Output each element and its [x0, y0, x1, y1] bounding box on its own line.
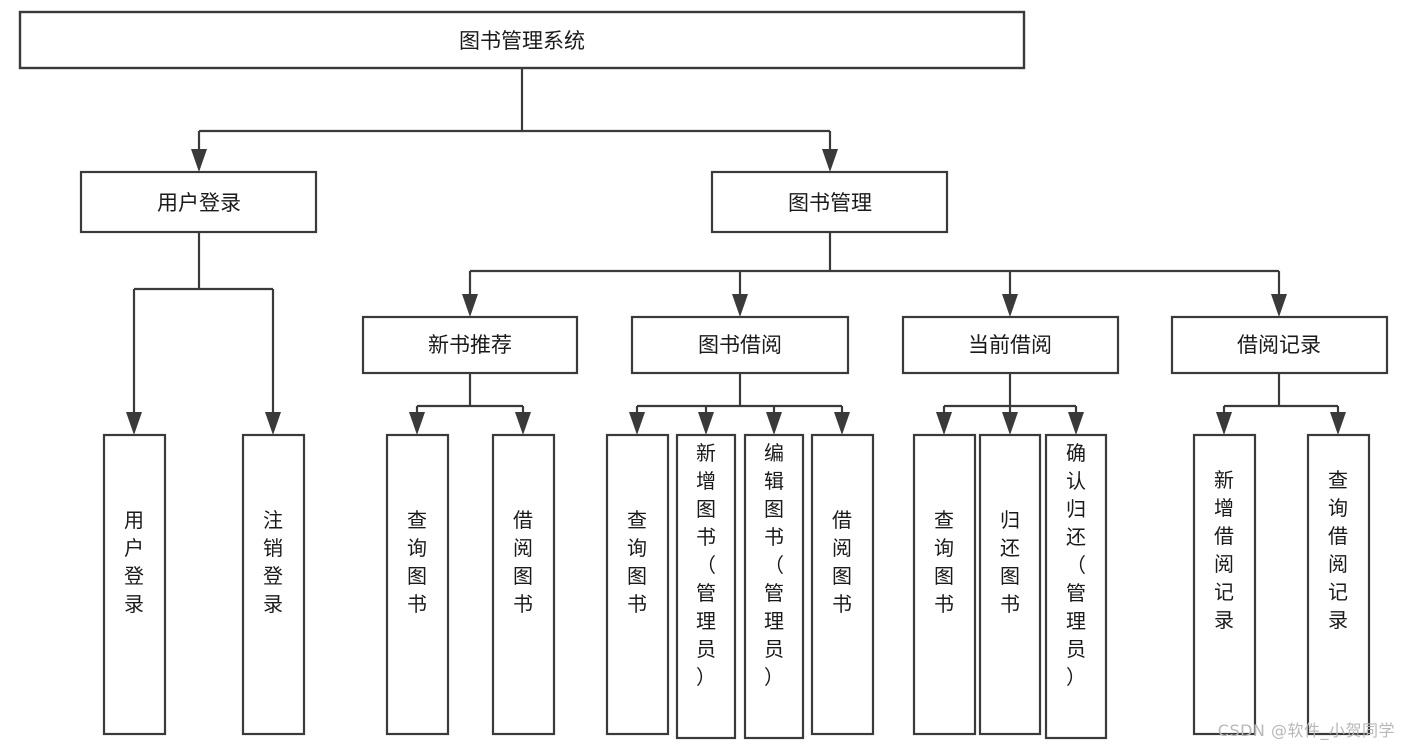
node-book-borrow-label: 图书借阅 [698, 333, 782, 357]
arrow-head-login-leaf-1 [265, 412, 281, 435]
leaf-logout-box [241, 433, 306, 736]
leaf-newbook-borrow-book-box [491, 433, 556, 736]
arrow-head-to-newbook [462, 294, 478, 317]
leaf-newbook-query-book[interactable]: 查询图书 [385, 433, 450, 736]
leaf-record-add-box [1192, 433, 1257, 736]
node-user-login[interactable]: 用户登录 [79, 170, 318, 234]
arrow-head-login-leaf-0 [126, 412, 142, 435]
leaf-current-confirm-return[interactable]: 确认归还（管理员） [1044, 433, 1108, 740]
node-current-borrow-label: 当前借阅 [968, 333, 1052, 357]
node-borrow-record[interactable]: 借阅记录 [1170, 315, 1389, 375]
arrow-head-record-leaf-0 [1216, 412, 1232, 435]
node-book-borrow[interactable]: 图书借阅 [630, 315, 850, 375]
node-current-borrow[interactable]: 当前借阅 [901, 315, 1120, 375]
arrow-head-borrow-leaf-2 [766, 412, 782, 435]
leaf-current-confirm-return-box [1044, 433, 1108, 740]
arrow-head-borrow-leaf-0 [629, 412, 645, 435]
leaf-current-return-book[interactable]: 归还图书 [978, 433, 1042, 736]
leaf-logout[interactable]: 注销登录 [241, 433, 306, 736]
node-book-management-label: 图书管理 [788, 191, 872, 215]
node-root[interactable]: 图书管理系统 [18, 10, 1026, 70]
node-borrow-record-label: 借阅记录 [1237, 333, 1321, 357]
leaf-logout-label: 注销登录 [263, 508, 283, 616]
leaf-current-return-book-box [978, 433, 1042, 736]
leaf-record-add-label: 新增借阅记录 [1214, 468, 1234, 632]
node-root-box [18, 10, 1026, 70]
arrow-head-to-current [1002, 294, 1018, 317]
leaf-user-login-box [102, 433, 167, 736]
leaf-borrow-borrow-book[interactable]: 借阅图书 [810, 433, 875, 736]
leaf-borrow-borrow-book-label: 借阅图书 [832, 508, 852, 616]
leaf-borrow-edit-book-label: 编辑图书（管理员） [764, 441, 784, 689]
leaf-current-query-book[interactable]: 查询图书 [912, 433, 977, 736]
leaf-borrow-query-book-label: 查询图书 [627, 508, 647, 616]
leaf-record-add[interactable]: 新增借阅记录 [1192, 433, 1257, 736]
leaf-record-query[interactable]: 查询借阅记录 [1306, 433, 1371, 736]
arrow-head-current-leaf-1 [1002, 412, 1018, 435]
node-book-management[interactable]: 图书管理 [710, 170, 949, 234]
node-book-management-box [710, 170, 949, 234]
leaf-borrow-query-book[interactable]: 查询图书 [605, 433, 670, 736]
leaf-current-query-book-box [912, 433, 977, 736]
arrow-head-newbook-leaf-0 [409, 412, 425, 435]
leaf-borrow-add-book-label: 新增图书（管理员） [696, 441, 716, 689]
leaf-borrow-edit-book-box [743, 433, 805, 740]
leaf-current-return-book-label: 归还图书 [1000, 508, 1020, 616]
leaf-newbook-borrow-book[interactable]: 借阅图书 [491, 433, 556, 736]
arrow-head-to-bookmgmt [822, 149, 838, 172]
arrow-head-current-leaf-2 [1068, 412, 1084, 435]
node-current-borrow-box [901, 315, 1120, 375]
arrow-head-to-borrow [732, 294, 748, 317]
leaf-newbook-query-book-label: 查询图书 [407, 508, 427, 616]
node-user-login-box [79, 170, 318, 234]
node-book-borrow-box [630, 315, 850, 375]
arrow-head-newbook-leaf-1 [515, 412, 531, 435]
arrow-head-current-leaf-0 [936, 412, 952, 435]
csdn-watermark: CSDN @软件_小贺同学 [1217, 721, 1395, 740]
node-user-login-label: 用户登录 [157, 191, 241, 215]
leaf-borrow-edit-book[interactable]: 编辑图书（管理员） [743, 433, 805, 740]
leaf-borrow-borrow-book-box [810, 433, 875, 736]
arrow-head-borrow-leaf-1 [698, 412, 714, 435]
leaf-borrow-query-book-box [605, 433, 670, 736]
leaf-user-login[interactable]: 用户登录 [102, 433, 167, 736]
connectors-layer [126, 68, 1346, 435]
leaf-borrow-add-book-box [675, 433, 737, 740]
leaf-borrow-add-book[interactable]: 新增图书（管理员） [675, 433, 737, 740]
arrow-head-to-record [1271, 294, 1287, 317]
node-new-book-recommend-box [361, 315, 579, 375]
leaf-record-query-label: 查询借阅记录 [1328, 468, 1348, 632]
node-new-book-recommend[interactable]: 新书推荐 [361, 315, 579, 375]
leaf-current-confirm-return-label: 确认归还（管理员） [1066, 441, 1086, 689]
leaf-newbook-query-book-box [385, 433, 450, 736]
arrow-head-to-login [191, 149, 207, 172]
arrow-head-borrow-leaf-3 [834, 412, 850, 435]
arrow-head-record-leaf-1 [1330, 412, 1346, 435]
node-borrow-record-box [1170, 315, 1389, 375]
node-root-label: 图书管理系统 [459, 29, 585, 53]
leaf-current-query-book-label: 查询图书 [934, 508, 954, 616]
leaf-newbook-borrow-book-label: 借阅图书 [513, 508, 533, 616]
leaf-record-query-box [1306, 433, 1371, 736]
node-new-book-recommend-label: 新书推荐 [428, 333, 512, 357]
leaf-user-login-label: 用户登录 [124, 508, 144, 616]
